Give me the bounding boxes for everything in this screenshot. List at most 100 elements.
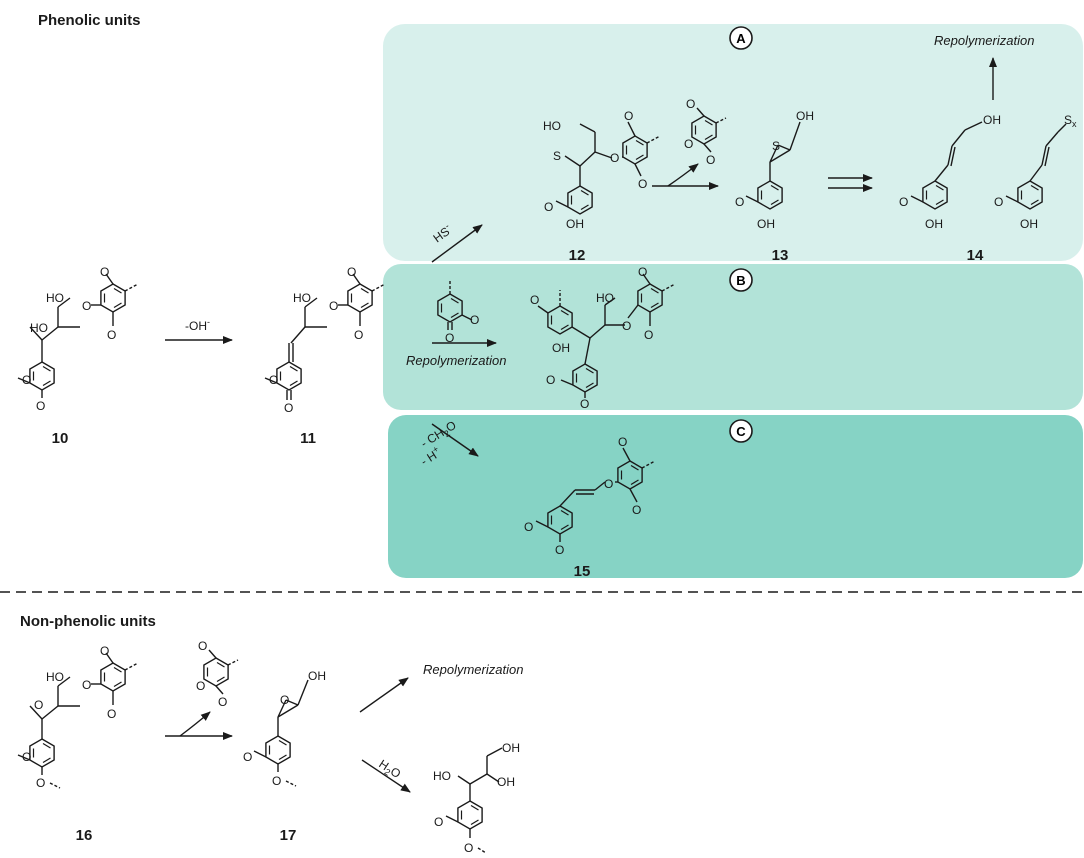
svg-text:A: A bbox=[736, 31, 746, 46]
compound-17-structure bbox=[253, 679, 309, 787]
b-o-methoxy-top: O bbox=[638, 265, 647, 279]
panel-b-label: B bbox=[729, 268, 753, 292]
c12-s-minus: S bbox=[553, 149, 561, 163]
c16-ho: HO bbox=[46, 670, 64, 684]
b-o-methoxy-bottom: O bbox=[644, 328, 653, 342]
diol-product-structure bbox=[445, 747, 503, 854]
compound-13-label: 13 bbox=[772, 247, 789, 264]
c11-o-methoxy-top: O bbox=[347, 265, 356, 279]
b-o-methoxy-left: O bbox=[530, 293, 539, 307]
leaving-b-o-minus: O bbox=[196, 679, 205, 693]
c13-s: S bbox=[772, 139, 780, 153]
compound-12-label: 12 bbox=[569, 247, 586, 264]
b-o-methoxy-ring: O bbox=[546, 373, 555, 387]
arrow-11-to-15 bbox=[431, 423, 479, 457]
c17-o-ether-bottom: O bbox=[272, 774, 281, 788]
c15-o-methoxy-bottom: O bbox=[632, 503, 641, 517]
leaving-phenolate-b bbox=[203, 649, 239, 695]
panel-c bbox=[388, 415, 1083, 578]
reagent-minus-oh: -OH- bbox=[185, 317, 210, 333]
b-o-minus: O bbox=[580, 397, 589, 411]
c12-o-methoxy-bottom: O bbox=[638, 177, 647, 191]
leaving-phenolate-a bbox=[691, 107, 727, 153]
arrow-leaving-group-b bbox=[179, 711, 211, 737]
nonphenolic-units-title: Non-phenolic units bbox=[20, 613, 156, 630]
c14-sx: Sx bbox=[1064, 113, 1077, 129]
c17-o-epoxide: O bbox=[280, 693, 289, 707]
c14b-o-methoxy: O bbox=[994, 195, 1003, 209]
panel-a bbox=[383, 24, 1083, 261]
c12-ho: HO bbox=[543, 119, 561, 133]
c12-o-ether: O bbox=[610, 151, 619, 165]
reagent-quinone-methide-b bbox=[437, 280, 473, 330]
c10-o-methoxy-bottom: O bbox=[107, 328, 116, 342]
c16-o-minus: O bbox=[34, 698, 43, 712]
c10-ho-top: HO bbox=[46, 291, 64, 305]
b-ho: HO bbox=[596, 291, 614, 305]
compound-16-structure bbox=[17, 652, 139, 789]
arrow-17-to-diol bbox=[361, 759, 411, 793]
c14-oh-allyl: OH bbox=[983, 113, 1001, 127]
c17-o-methoxy: O bbox=[243, 750, 252, 764]
c13-oh: OH bbox=[796, 109, 814, 123]
diol-o-bottom: O bbox=[464, 841, 473, 855]
leaving-a-o-bottom: O bbox=[706, 153, 715, 167]
c11-o-quinone: O bbox=[284, 401, 293, 415]
svg-text:B: B bbox=[736, 273, 745, 288]
c11-ho: HO bbox=[293, 291, 311, 305]
c11-o-ether: O bbox=[329, 299, 338, 313]
compound-14-label: 14 bbox=[967, 247, 984, 264]
b-reagent-o: O bbox=[445, 331, 454, 345]
repolymerization-label-a: Repolymerization bbox=[934, 33, 1034, 48]
panel-b bbox=[383, 264, 1083, 410]
compound-15-label: 15 bbox=[574, 563, 591, 580]
c11-o-methoxy-bottom: O bbox=[354, 328, 363, 342]
compound-15-structure bbox=[535, 447, 656, 542]
repolymerization-label-c: Repolymerization bbox=[423, 662, 523, 677]
b-oh: OH bbox=[552, 341, 570, 355]
repolymerization-label-b: Repolymerization bbox=[406, 353, 506, 368]
diol-o-methoxy: O bbox=[434, 815, 443, 829]
c14b-oh-ring: OH bbox=[1020, 217, 1038, 231]
c12-o-methoxy-top: O bbox=[624, 109, 633, 123]
c16-o-methoxy-ring: O bbox=[22, 750, 31, 764]
svg-text:C: C bbox=[736, 424, 746, 439]
arrow-17-to-repolymerization bbox=[359, 677, 409, 713]
c13-o-methoxy: O bbox=[735, 195, 744, 209]
leaving-a-o-top: O bbox=[686, 97, 695, 111]
leaving-a-o-minus: O bbox=[684, 137, 693, 151]
c15-o-methoxy-top: O bbox=[618, 435, 627, 449]
c16-o-ether-bottom: O bbox=[36, 776, 45, 790]
c10-ho-mid: HO bbox=[30, 321, 48, 335]
compound-10-label: 10 bbox=[52, 430, 69, 447]
compound-10-structure bbox=[17, 273, 139, 398]
panel-c-label: C bbox=[729, 419, 753, 443]
c10-o-ether: O bbox=[82, 299, 91, 313]
compound-16-label: 16 bbox=[76, 827, 93, 844]
c14-oh-ring: OH bbox=[925, 217, 943, 231]
c17-oh: OH bbox=[308, 669, 326, 683]
c10-o-methoxy-top: O bbox=[100, 265, 109, 279]
compound-12-structure bbox=[555, 121, 661, 215]
compound-b-product-structure bbox=[537, 273, 676, 398]
compound-11-label: 11 bbox=[300, 430, 316, 447]
leaving-b-o-top: O bbox=[198, 639, 207, 653]
arrow-11-to-12 bbox=[431, 224, 483, 263]
b-o-ether: O bbox=[622, 319, 631, 333]
compound-13-structure bbox=[745, 121, 801, 210]
c12-oh: OH bbox=[566, 217, 584, 231]
c16-o-methoxy-top: O bbox=[100, 644, 109, 658]
c13-oh-ring: OH bbox=[757, 217, 775, 231]
c15-o-methoxy-ring: O bbox=[524, 520, 533, 534]
c12-o-methoxy-ring: O bbox=[544, 200, 553, 214]
c10-o-methoxy-ring: O bbox=[22, 373, 31, 387]
c16-o-methoxy-bottom: O bbox=[107, 707, 116, 721]
diol-oh-mid: OH bbox=[497, 775, 515, 789]
c15-o-minus: O bbox=[555, 543, 564, 557]
panel-a-label: A bbox=[729, 26, 753, 50]
b-reagent-o-methoxy: O bbox=[470, 313, 479, 327]
compound-14-thiol-structure bbox=[1005, 123, 1067, 210]
c11-o-methoxy-ring: O bbox=[269, 373, 278, 387]
